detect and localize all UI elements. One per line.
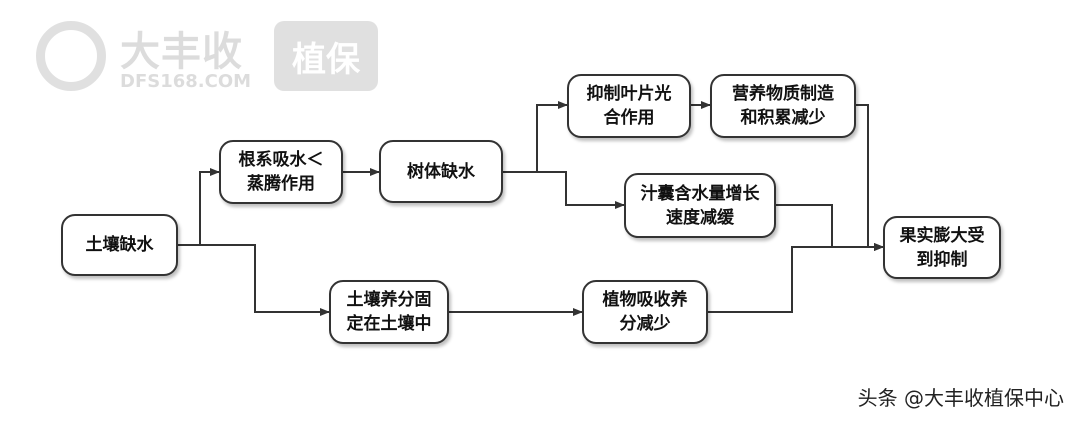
edge-uptake-to-fruit [708,243,884,313]
logo-circle-icon [36,21,106,91]
edge-tree-to-vacuole [537,171,625,209]
brand-logo: 大丰收 DFS168.COM 植保 [36,15,386,105]
edge-soil-to-fixation [200,244,330,316]
edge-tree-to-photo [503,101,568,173]
logo-name: 大丰收 [120,29,243,75]
node-fruit-expansion: 果实膨大受 到抑制 [883,216,1001,279]
edge-soil-to-root [178,168,220,246]
node-plant-uptake: 植物吸收养 分减少 [582,280,708,344]
edge-vacuole-to-fruit [776,204,884,251]
logo-url: DFS168.COM [120,71,252,92]
edge-nutrient-to-fruit [856,104,884,251]
node-root-absorption: 根系吸水＜ 蒸腾作用 [219,140,343,204]
logo-box: 植保 [274,21,378,91]
node-nutrient-reduction: 营养物质制造 和积累减少 [710,74,856,138]
node-vacuole-growth: 汁囊含水量增长 速度减缓 [624,173,776,238]
node-tree-water-shortage: 树体缺水 [379,140,503,203]
node-inhibit-photosynthesis: 抑制叶片光 合作用 [567,74,691,138]
node-soil-water-shortage: 土壤缺水 [61,214,178,276]
node-nutrient-fixation: 土壤养分固 定在土壤中 [329,280,449,344]
watermark-text: 头条 @大丰收植保中心 [857,386,1064,410]
